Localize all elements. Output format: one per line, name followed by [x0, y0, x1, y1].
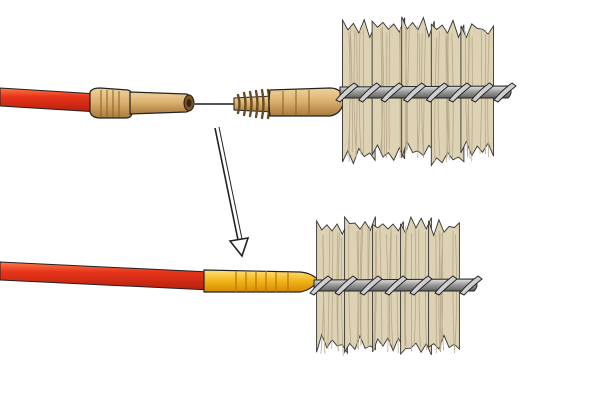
spiral-twist: [334, 275, 358, 296]
spiral-twist: [425, 82, 450, 103]
threaded-male-connector: [233, 87, 345, 120]
spiral-twist: [380, 82, 404, 103]
spiral-twist: [493, 82, 517, 103]
attach-arrow: [214, 126, 250, 258]
spiral-twist: [459, 275, 483, 296]
spiral-twist: [309, 275, 333, 296]
spiral-twist: [434, 275, 458, 296]
red-rod-top: [0, 87, 99, 113]
spiral-brush-head-top: [335, 16, 517, 167]
spiral-brush-head-bottom: [309, 215, 483, 356]
spiral-twist: [357, 82, 382, 103]
spiral-twist: [470, 82, 495, 103]
spiral-twist: [402, 82, 427, 103]
spiral-twist: [359, 275, 383, 296]
spiral-twist: [335, 82, 359, 103]
spiral-twist: [384, 275, 408, 296]
red-rod-bottom: [0, 261, 211, 291]
female-connector: [89, 87, 195, 119]
unattached-assembly: [0, 16, 517, 167]
spiral-twist: [409, 275, 433, 296]
spiral-twist: [448, 82, 472, 103]
yellow-ferrule: [203, 269, 319, 293]
attached-assembly: [0, 215, 483, 356]
